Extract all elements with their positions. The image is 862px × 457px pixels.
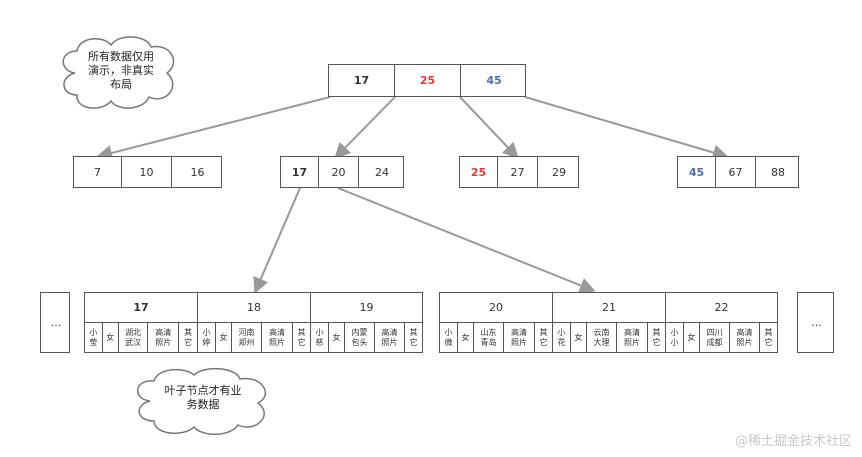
index-key: 24 xyxy=(375,165,389,179)
root-key: 25 xyxy=(395,65,461,96)
edge-root-to-node-45 xyxy=(524,96,729,161)
leaf-record: 21 小 花 女 云南 大理 高清 照片 其 它 xyxy=(553,293,666,352)
leaf-node-group-1: 17 小 莹 女 湖北 武汉 高清 照片 其 它 18 小 婷 女 河南 郑州 … xyxy=(84,292,423,353)
watermark: @稀土掘金技术社区 xyxy=(734,434,852,449)
field-name: 小 花 xyxy=(553,323,571,352)
ellipsis-node-right: ... xyxy=(797,292,834,353)
field-photo: 高清 照片 xyxy=(504,323,535,352)
leaf-record-id: 17 xyxy=(85,293,197,323)
note-bottom-text: 叶子节点才有业 务数据 xyxy=(164,384,242,411)
field-photo: 高清 照片 xyxy=(617,323,648,352)
index-key: 16 xyxy=(190,165,205,179)
index-key: 29 xyxy=(552,165,566,179)
edge-root-to-node-7 xyxy=(96,96,331,161)
index-key: 17 xyxy=(281,157,319,187)
field-gender: 女 xyxy=(684,323,700,352)
field-region: 山东 青岛 xyxy=(474,323,504,352)
field-region: 内蒙 包头 xyxy=(345,323,375,352)
leaf-record-id: 19 xyxy=(311,293,422,323)
edge-node20-to-leaf-20 xyxy=(337,187,596,293)
field-photo: 高清 照片 xyxy=(375,323,405,352)
field-gender: 女 xyxy=(571,323,587,352)
leaf-record-id: 18 xyxy=(198,293,310,323)
field-gender: 女 xyxy=(329,323,345,352)
field-other: 其 它 xyxy=(539,327,548,347)
index-node-45: 45 67 88 xyxy=(677,156,799,188)
field-region: 云南 大理 xyxy=(587,323,617,352)
edge-root-to-node-17 xyxy=(334,96,396,159)
index-node-7: 7 10 16 xyxy=(73,156,222,188)
index-key: 45 xyxy=(678,157,716,187)
field-other: 其 它 xyxy=(764,327,773,347)
leaf-record: 20 小 微 女 山东 青岛 高清 照片 其 它 xyxy=(440,293,553,352)
field-gender: 女 xyxy=(216,323,232,352)
field-region: 河南 郑州 xyxy=(232,323,262,352)
index-key: 27 xyxy=(498,157,538,187)
leaf-record-id: 20 xyxy=(440,293,552,323)
field-region: 湖北 武汉 xyxy=(119,323,149,352)
index-node-25: 25 27 29 xyxy=(459,156,579,188)
field-gender: 女 xyxy=(458,323,474,352)
root-node: 17 25 45 xyxy=(328,64,526,97)
field-photo: 高清 照片 xyxy=(730,323,760,352)
field-other: 其 它 xyxy=(184,327,193,347)
index-key: 20 xyxy=(319,157,359,187)
edge-root-to-node-25 xyxy=(459,96,519,159)
edge-node17-to-leaf-17 xyxy=(253,187,301,294)
field-name: 小 微 xyxy=(440,323,458,352)
index-key: 25 xyxy=(460,157,498,187)
field-name: 小 小 xyxy=(666,323,684,352)
field-name: 小 莹 xyxy=(85,323,103,352)
leaf-record: 19 小 慈 女 内蒙 包头 高清 照片 其 它 xyxy=(311,293,422,352)
index-node-17: 17 20 24 xyxy=(280,156,404,188)
field-name: 小 慈 xyxy=(311,323,329,352)
index-key: 10 xyxy=(122,157,172,187)
field-photo: 高清 照片 xyxy=(262,323,293,352)
cloud-note-top xyxy=(62,36,175,109)
field-other: 其 它 xyxy=(409,327,418,347)
index-key: 67 xyxy=(716,157,756,187)
leaf-record: 22 小 小 女 四川 成都 高清 照片 其 它 xyxy=(666,293,777,352)
index-key: 88 xyxy=(771,165,785,179)
root-key: 45 xyxy=(486,74,502,87)
ellipsis-text: ... xyxy=(50,316,62,329)
root-key: 17 xyxy=(329,65,395,96)
note-top-text: 所有数据仅用 演示，非真实 布局 xyxy=(88,50,154,91)
field-other: 其 它 xyxy=(652,327,661,347)
leaf-record-id: 22 xyxy=(666,293,777,323)
leaf-node-group-2: 20 小 微 女 山东 青岛 高清 照片 其 它 21 小 花 女 云南 大理 … xyxy=(439,292,778,353)
leaf-record: 18 小 婷 女 河南 郑州 高清 照片 其 它 xyxy=(198,293,311,352)
ellipsis-node-left: ... xyxy=(40,292,70,353)
cloud-note-bottom xyxy=(137,367,266,435)
ellipsis-text: ... xyxy=(811,316,822,329)
index-key: 7 xyxy=(74,157,122,187)
field-photo: 高清 照片 xyxy=(148,323,180,352)
leaf-record-id: 21 xyxy=(553,293,665,323)
field-region: 四川 成都 xyxy=(700,323,730,352)
field-other: 其 它 xyxy=(297,327,306,347)
field-gender: 女 xyxy=(103,323,119,352)
leaf-record: 17 小 莹 女 湖北 武汉 高清 照片 其 它 xyxy=(85,293,198,352)
field-name: 小 婷 xyxy=(198,323,216,352)
